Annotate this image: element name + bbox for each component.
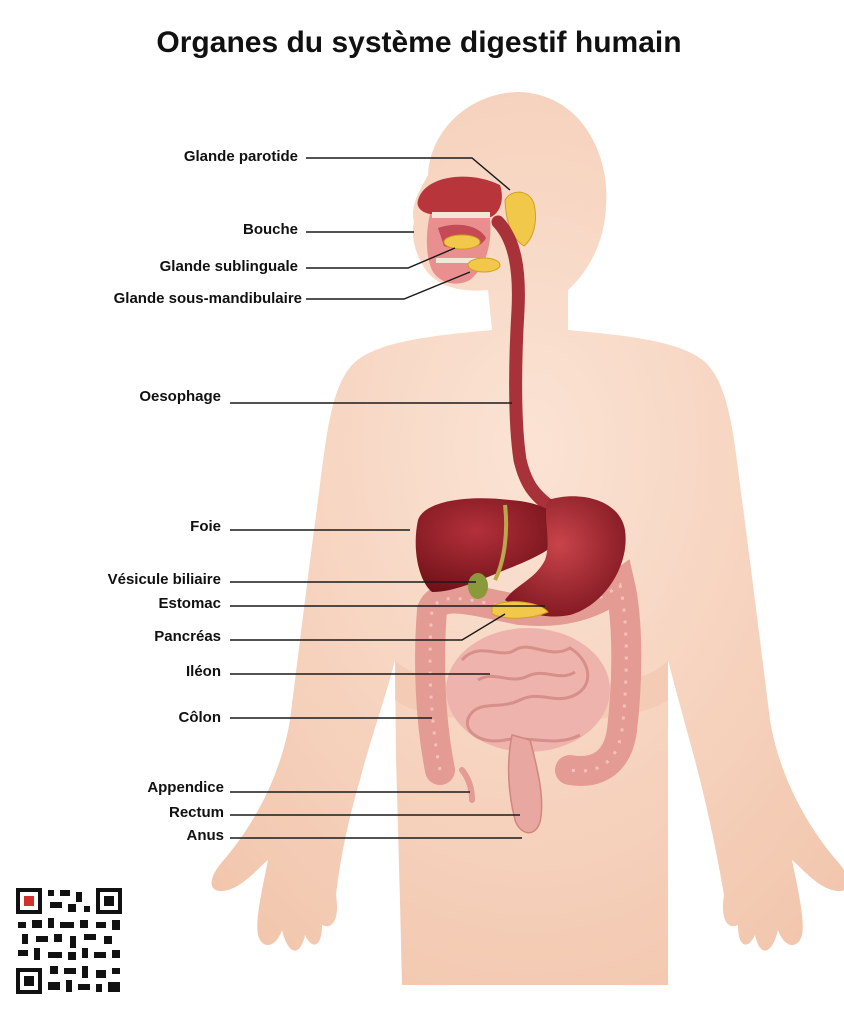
sublingual-gland xyxy=(443,234,481,250)
label-ileon: Iléon xyxy=(186,663,221,680)
label-bouche: Bouche xyxy=(243,221,298,238)
esophagus xyxy=(491,215,555,512)
appendix xyxy=(459,767,475,803)
stomach xyxy=(505,496,626,617)
label-colon: Côlon xyxy=(179,709,222,726)
label-rectum: Rectum xyxy=(169,804,224,821)
leader-glande-sublinguale xyxy=(306,247,456,269)
rectum xyxy=(507,734,543,834)
label-vesicule-biliaire: Vésicule biliaire xyxy=(108,571,221,588)
diagram-title: Organes du système digestif humain xyxy=(156,26,681,59)
gallbladder xyxy=(468,573,488,599)
label-glande-parotide: Glande parotide xyxy=(184,148,298,165)
label-oesophage: Oesophage xyxy=(139,388,221,405)
qr-code-icon xyxy=(14,886,124,996)
small-intestine xyxy=(446,628,610,752)
submandibular-gland xyxy=(467,257,501,273)
leader-glande-parotide xyxy=(306,157,511,191)
bile-duct xyxy=(493,504,509,581)
liver xyxy=(415,498,565,592)
label-foie: Foie xyxy=(190,518,221,535)
label-glande-sous-mandibulaire: Glande sous-mandibulaire xyxy=(114,290,302,307)
label-anus: Anus xyxy=(187,827,225,844)
labels: Glande parotide Bouche Glande sublingual… xyxy=(108,148,545,844)
label-estomac: Estomac xyxy=(158,595,221,612)
label-pancreas: Pancréas xyxy=(154,628,221,645)
label-appendice: Appendice xyxy=(147,779,224,796)
leader-glande-sous-mandibulaire xyxy=(306,271,471,300)
salivary-glands xyxy=(443,191,537,273)
leader-pancreas xyxy=(230,613,506,641)
label-glande-sublinguale: Glande sublinguale xyxy=(160,258,298,275)
